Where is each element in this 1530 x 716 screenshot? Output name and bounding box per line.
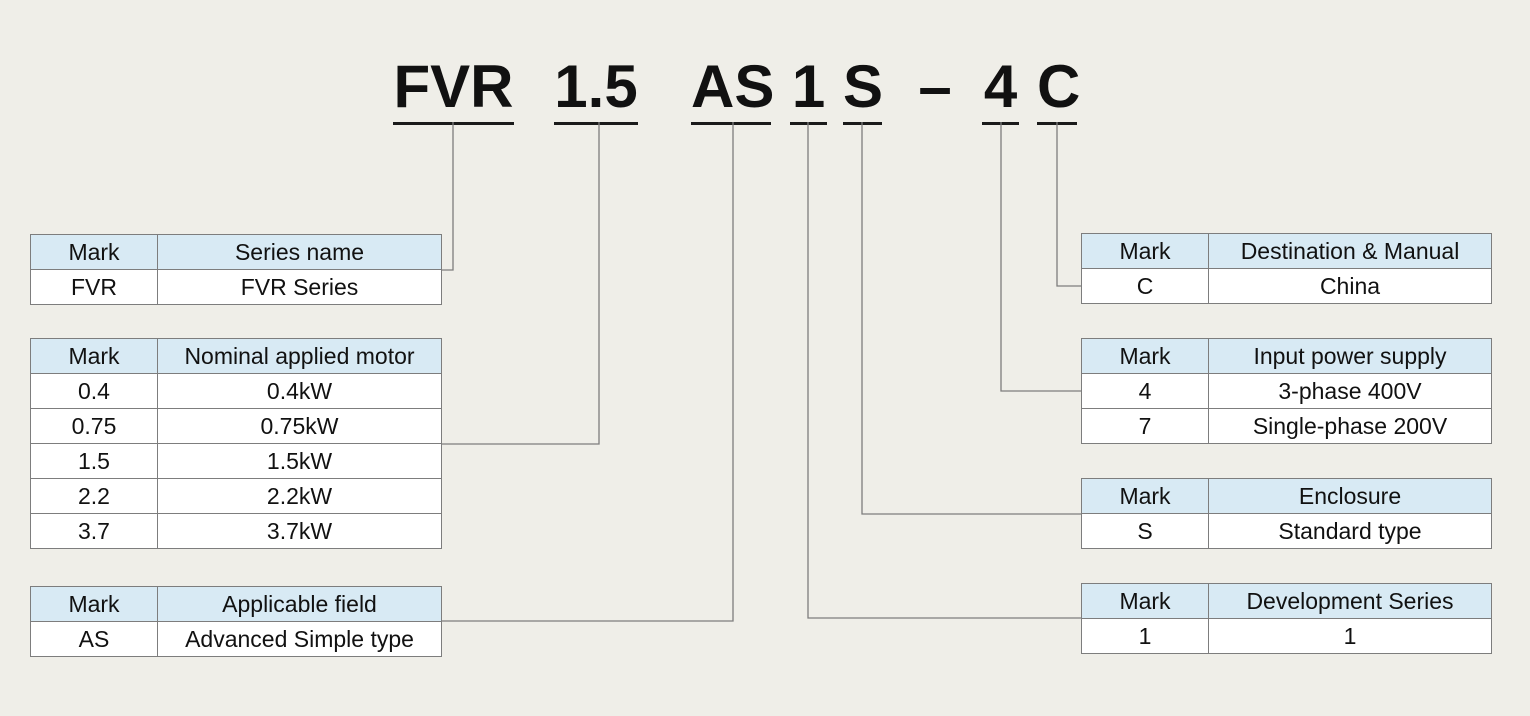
leader-line-enclosure <box>861 122 1082 515</box>
destination-mark-cell: C <box>1081 268 1209 304</box>
leader-line-motor <box>442 122 600 445</box>
table-row: FVR FVR Series <box>30 269 442 305</box>
power-value-cell: Single-phase 200V <box>1208 408 1492 444</box>
destination-header-mark: Mark <box>1081 233 1209 269</box>
development-header-mark: Mark <box>1081 583 1209 619</box>
field-mark-cell: AS <box>30 621 158 657</box>
power-header-mark: Mark <box>1081 338 1209 374</box>
series-table: Mark Series name FVR FVR Series <box>30 234 442 305</box>
table-row: AS Advanced Simple type <box>30 621 442 657</box>
power-table: Mark Input power supply 4 3-phase 400V 7… <box>1081 338 1492 444</box>
table-row: S Standard type <box>1081 513 1492 549</box>
enclosure-table: Mark Enclosure S Standard type <box>1081 478 1492 549</box>
code-field: AS <box>691 52 774 125</box>
motor-mark-cell: 0.4 <box>30 373 158 409</box>
table-row: 4 3-phase 400V <box>1081 373 1492 409</box>
motor-value-cell: 0.4kW <box>157 373 442 409</box>
table-row: 2.2 2.2kW <box>30 478 442 514</box>
table-row: 0.75 0.75kW <box>30 408 442 444</box>
code-power: 4 <box>982 52 1019 125</box>
motor-header-name: Nominal applied motor <box>157 338 442 374</box>
destination-table: Mark Destination & Manual C China <box>1081 233 1492 304</box>
leader-line-power <box>1000 122 1082 392</box>
power-value-cell: 3-phase 400V <box>1208 373 1492 409</box>
power-header-name: Input power supply <box>1208 338 1492 374</box>
leader-line-development <box>807 122 1082 619</box>
motor-table: Mark Nominal applied motor 0.4 0.4kW 0.7… <box>30 338 442 549</box>
field-header-mark: Mark <box>30 586 158 622</box>
development-header-name: Development Series <box>1208 583 1492 619</box>
series-header-mark: Mark <box>30 234 158 270</box>
field-value-cell: Advanced Simple type <box>157 621 442 657</box>
series-mark-cell: FVR <box>30 269 158 305</box>
motor-value-cell: 0.75kW <box>157 408 442 444</box>
table-row: 1.5 1.5kW <box>30 443 442 479</box>
motor-value-cell: 2.2kW <box>157 478 442 514</box>
table-row: C China <box>1081 268 1492 304</box>
motor-mark-cell: 3.7 <box>30 513 158 549</box>
code-dash: – <box>918 53 952 120</box>
code-motor: 1.5 <box>554 52 638 125</box>
motor-value-cell: 1.5kW <box>157 443 442 479</box>
leader-line-field <box>442 122 734 622</box>
destination-value-cell: China <box>1208 268 1492 304</box>
power-mark-cell: 7 <box>1081 408 1209 444</box>
motor-value-cell: 3.7kW <box>157 513 442 549</box>
development-value-cell: 1 <box>1208 618 1492 654</box>
motor-mark-cell: 0.75 <box>30 408 158 444</box>
field-header-name: Applicable field <box>157 586 442 622</box>
leader-line-series <box>442 122 454 271</box>
destination-header-name: Destination & Manual <box>1208 233 1492 269</box>
table-row: 1 1 <box>1081 618 1492 654</box>
enclosure-header-mark: Mark <box>1081 478 1209 514</box>
power-mark-cell: 4 <box>1081 373 1209 409</box>
table-row: 0.4 0.4kW <box>30 373 442 409</box>
leader-line-destination <box>1056 122 1082 287</box>
enclosure-value-cell: Standard type <box>1208 513 1492 549</box>
enclosure-header-name: Enclosure <box>1208 478 1492 514</box>
table-row: 7 Single-phase 200V <box>1081 408 1492 444</box>
field-table: Mark Applicable field AS Advanced Simple… <box>30 586 442 657</box>
development-table: Mark Development Series 1 1 <box>1081 583 1492 654</box>
enclosure-mark-cell: S <box>1081 513 1209 549</box>
motor-mark-cell: 2.2 <box>30 478 158 514</box>
series-header-name: Series name <box>157 234 442 270</box>
development-mark-cell: 1 <box>1081 618 1209 654</box>
motor-mark-cell: 1.5 <box>30 443 158 479</box>
table-row: 3.7 3.7kW <box>30 513 442 549</box>
motor-header-mark: Mark <box>30 338 158 374</box>
series-name-cell: FVR Series <box>157 269 442 305</box>
